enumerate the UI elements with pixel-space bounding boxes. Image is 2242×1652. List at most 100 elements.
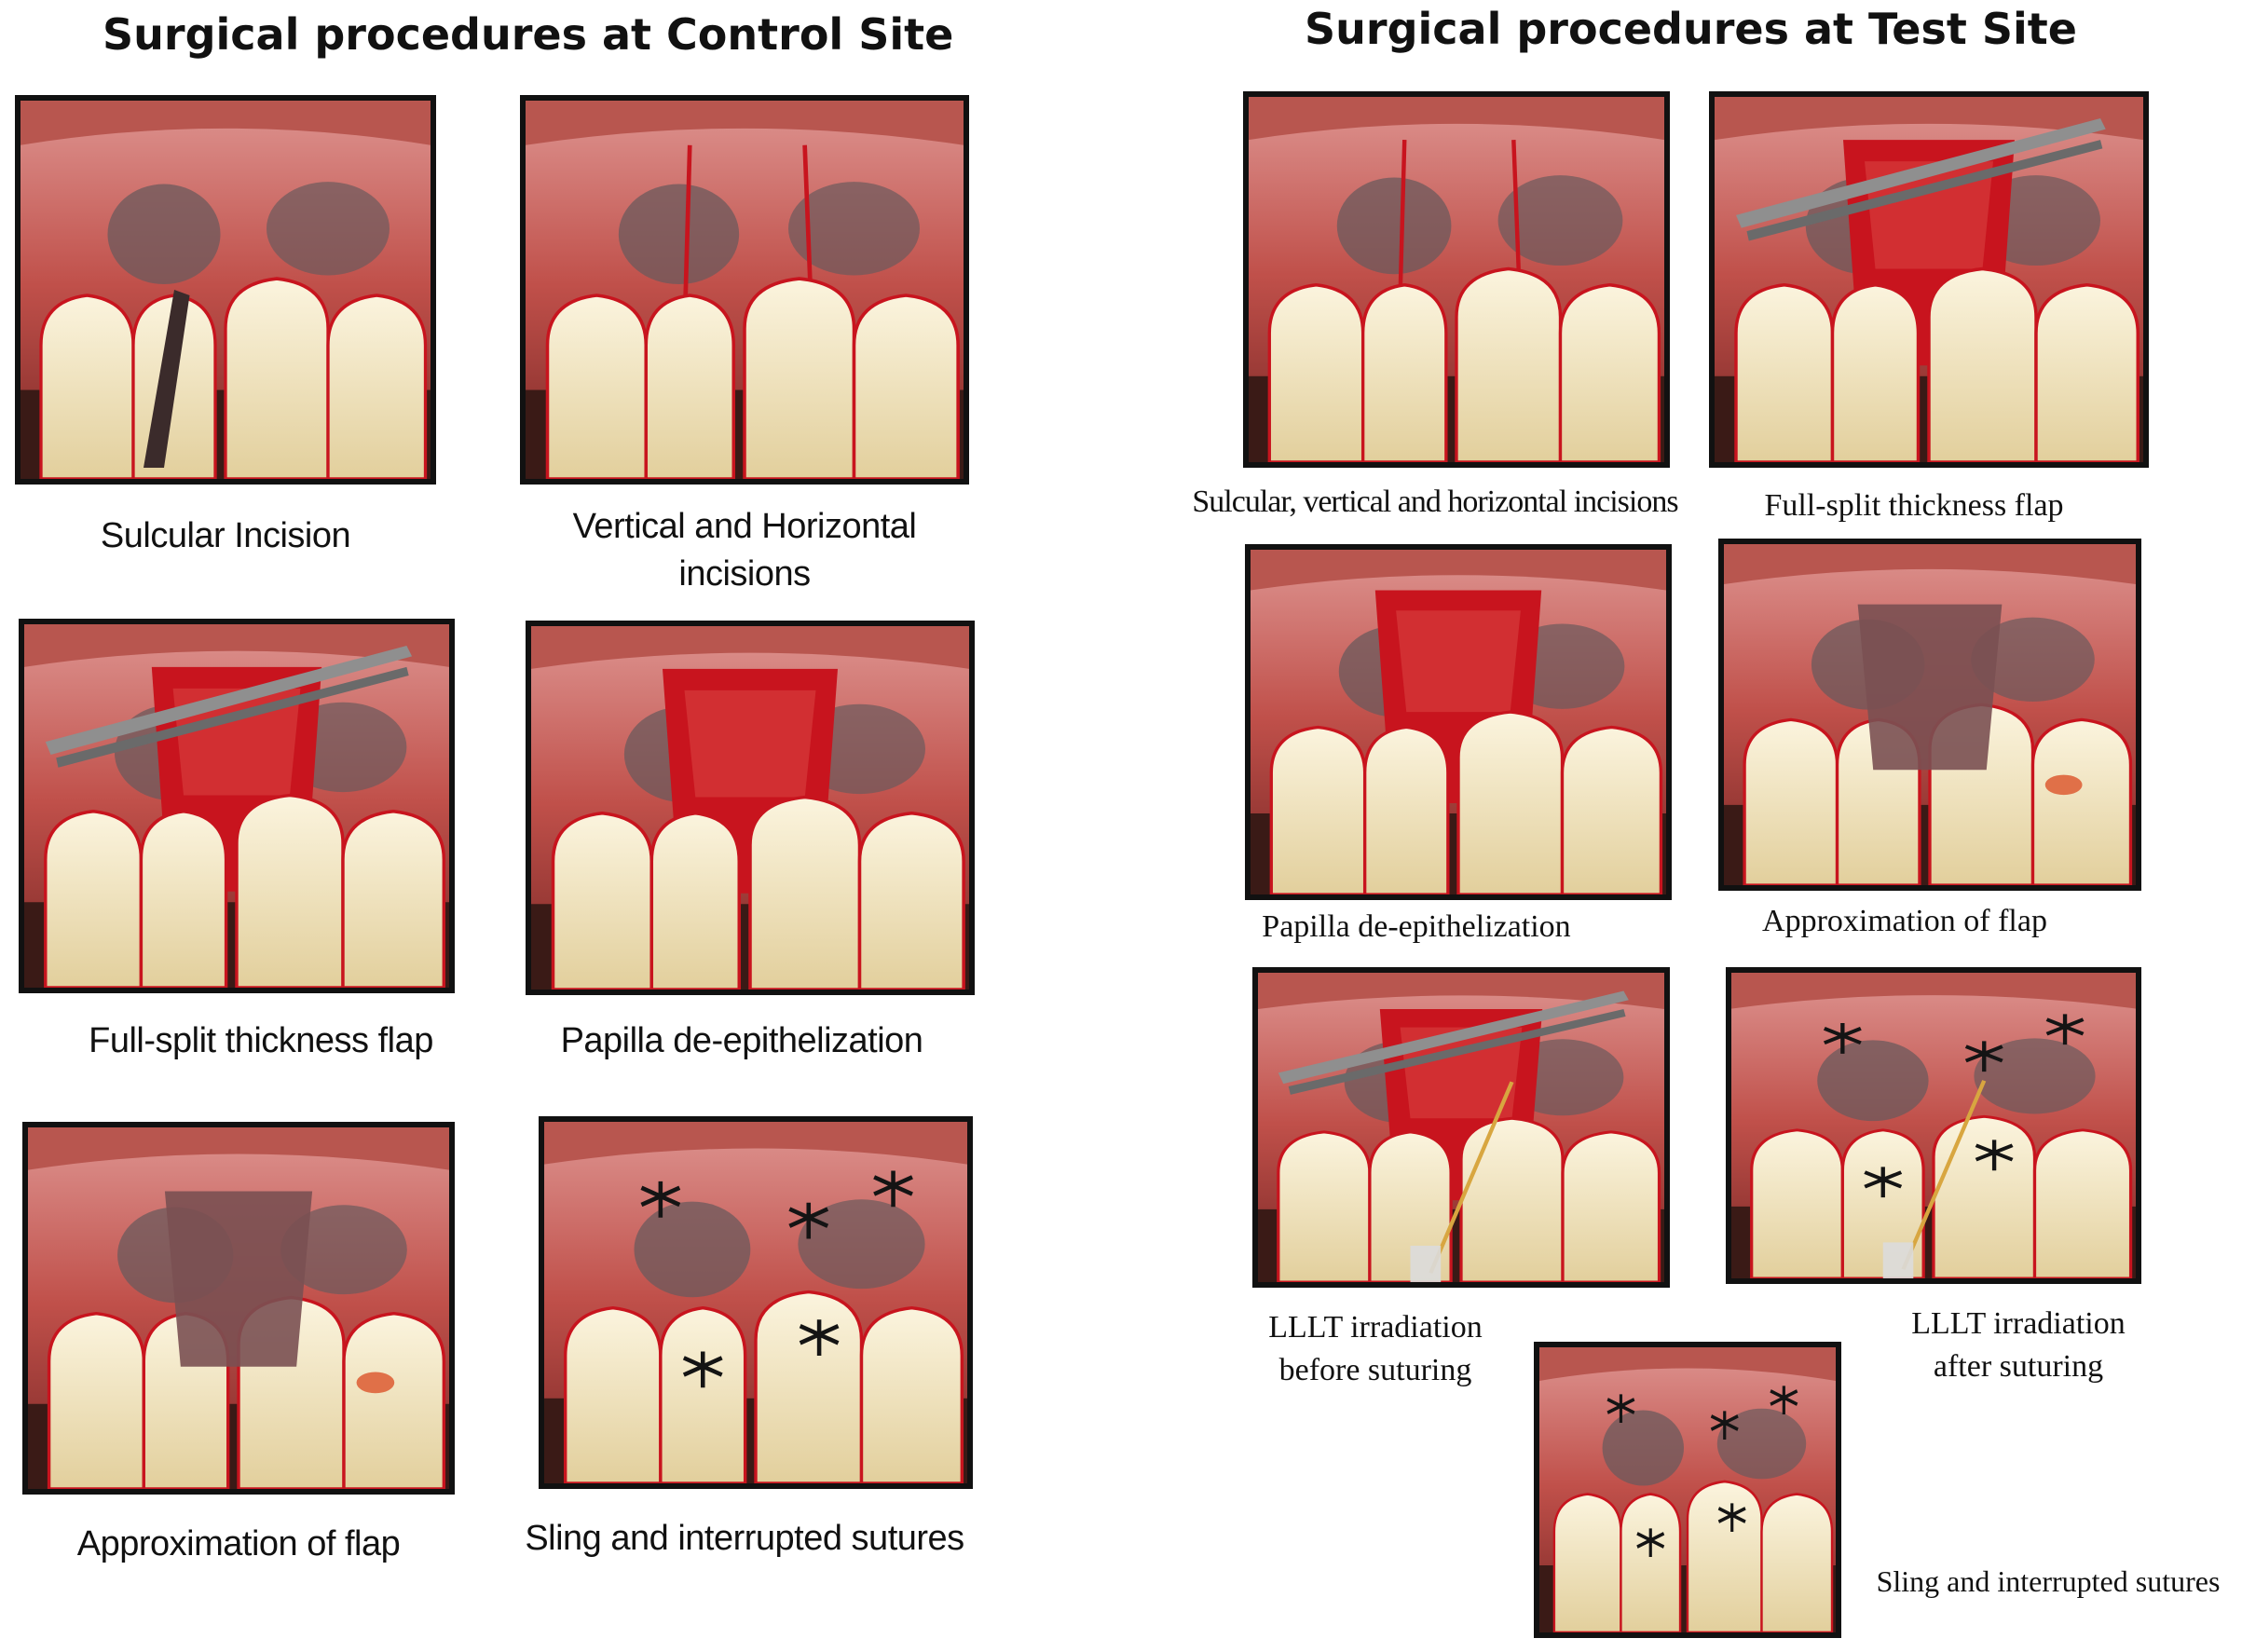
tooth <box>563 1305 663 1483</box>
tooth <box>1459 1116 1565 1282</box>
clinical-photo-graphic <box>1724 544 2136 885</box>
exposed-tissue <box>1865 161 1993 269</box>
tooth <box>545 294 649 479</box>
gingival-pigmentation <box>788 182 920 276</box>
test-caption-full-split-thickness-flap: Full-split thickness flap <box>1764 488 2064 523</box>
clinical-photo-graphic <box>1715 97 2143 462</box>
tooth <box>748 795 862 990</box>
repositioned-flap <box>164 1191 313 1367</box>
control-photo-papilla-de-epithelization <box>526 621 975 995</box>
test-caption-incisions: Sulcular, vertical and horizontal incisi… <box>1192 485 1678 519</box>
tooth <box>2034 283 2139 462</box>
test-photo-full-split-thickness-flap <box>1709 91 2149 468</box>
test-photo-lllt-after-suturing <box>1726 967 2141 1284</box>
tooth <box>224 277 330 479</box>
suture-knot <box>640 1181 681 1218</box>
gingival-pigmentation <box>1336 177 1452 275</box>
tooth <box>659 1305 747 1483</box>
control-photo-sulcular-incision <box>15 95 436 485</box>
tooth <box>1455 266 1563 462</box>
tooth <box>44 810 144 988</box>
clinical-photo-graphic <box>544 1122 967 1483</box>
tooth <box>1750 1128 1844 1278</box>
laser-probe <box>1882 1242 1914 1278</box>
suture-knot <box>799 1319 840 1357</box>
forceps <box>1278 990 1629 1085</box>
test-photo-approximation-of-flap <box>1718 539 2141 891</box>
gingival-pigmentation <box>267 182 390 276</box>
test-photo-lllt-before-suturing <box>1252 967 1670 1288</box>
tooth <box>1561 1130 1661 1282</box>
test-caption-lllt-after-suturing: LLLT irradiation after suturing <box>1911 1306 2126 1384</box>
suture-knot <box>1823 1023 1862 1054</box>
gingival-pigmentation <box>1974 1038 2096 1114</box>
test-photo-incisions <box>1243 91 1670 468</box>
control-caption-papilla-de-epithelization: Papilla de-epithelization <box>560 1021 923 1060</box>
control-caption-approximation-of-flap: Approximation of flap <box>76 1524 401 1563</box>
tooth <box>2032 1128 2133 1278</box>
exposed-tissue <box>1396 610 1521 713</box>
tooth <box>1269 725 1367 894</box>
tooth <box>857 812 965 990</box>
test-caption-papilla-de-epithelization: Papilla de-epithelization <box>1262 909 1571 944</box>
tooth <box>1360 283 1448 462</box>
tooth <box>1277 1130 1372 1282</box>
tooth <box>1552 1493 1622 1632</box>
test-photo-sling-interrupted-sutures <box>1534 1342 1841 1638</box>
tooth <box>2030 717 2133 885</box>
control-photo-approximation-of-flap <box>22 1122 455 1495</box>
tooth <box>1456 710 1565 894</box>
tooth <box>1362 725 1450 894</box>
scalpel-blade <box>144 290 190 469</box>
laser-fiber <box>1901 1080 1987 1271</box>
control-caption-full-split-thickness-flap: Full-split thickness flap <box>89 1021 433 1060</box>
tooth <box>1560 725 1663 894</box>
control-photo-full-split-thickness-flap <box>19 619 455 993</box>
gingival-pigmentation <box>1817 1040 1929 1122</box>
forceps <box>56 666 409 768</box>
gingival-pigmentation <box>798 1199 925 1290</box>
tooth <box>342 1311 446 1489</box>
clinical-photo-graphic <box>1731 973 2136 1278</box>
test-caption-approximation-of-flap: Approximation of flap <box>1762 904 2047 938</box>
tooth <box>1932 1114 2037 1278</box>
suture-knot <box>1770 1386 1798 1414</box>
clinical-photo-graphic <box>1258 973 1664 1282</box>
clinical-photo-graphic <box>21 101 431 479</box>
gingival-pigmentation <box>618 184 740 285</box>
suture-knot <box>1964 1041 2003 1072</box>
tooth <box>1743 717 1839 885</box>
suture-knot <box>1864 1167 1903 1198</box>
gingival-pigmentation <box>107 184 221 285</box>
tooth <box>341 810 446 988</box>
suture-knot <box>1636 1528 1665 1557</box>
suture-knot <box>2045 1014 2085 1045</box>
gingival-pigmentation <box>1602 1410 1685 1486</box>
forceps <box>45 645 413 755</box>
tooth <box>1927 266 2038 462</box>
suture-knot <box>1710 1411 1739 1440</box>
gingival-pigmentation <box>280 1205 407 1295</box>
tooth <box>139 810 228 988</box>
test-photo-papilla-de-epithelization <box>1245 544 1672 900</box>
tooth <box>1558 283 1661 462</box>
laser-probe <box>1410 1245 1442 1282</box>
control-photo-vertical-horizontal-incisions <box>520 95 969 485</box>
tooth-stain <box>356 1372 395 1394</box>
suture-knot <box>1717 1503 1746 1532</box>
exposed-tissue <box>1400 1027 1523 1119</box>
suture-knot <box>1606 1394 1635 1423</box>
clinical-photo-graphic <box>531 626 969 990</box>
forceps <box>1746 140 2103 241</box>
control-caption-vertical-horizontal-incisions: Vertical and Horizontal incisions <box>572 507 917 594</box>
gingival-pigmentation <box>1497 175 1623 266</box>
suture-knot <box>873 1170 913 1208</box>
tooth <box>852 294 960 479</box>
tooth-stain <box>2044 774 2083 796</box>
control-caption-sling-interrupted-sutures: Sling and interrupted sutures <box>525 1519 964 1558</box>
tooth <box>1267 283 1365 462</box>
tooth <box>1368 1130 1453 1282</box>
suture-knot <box>1975 1140 2014 1171</box>
clinical-photo-graphic <box>1251 550 1666 894</box>
gingival-pigmentation <box>1971 617 2095 703</box>
